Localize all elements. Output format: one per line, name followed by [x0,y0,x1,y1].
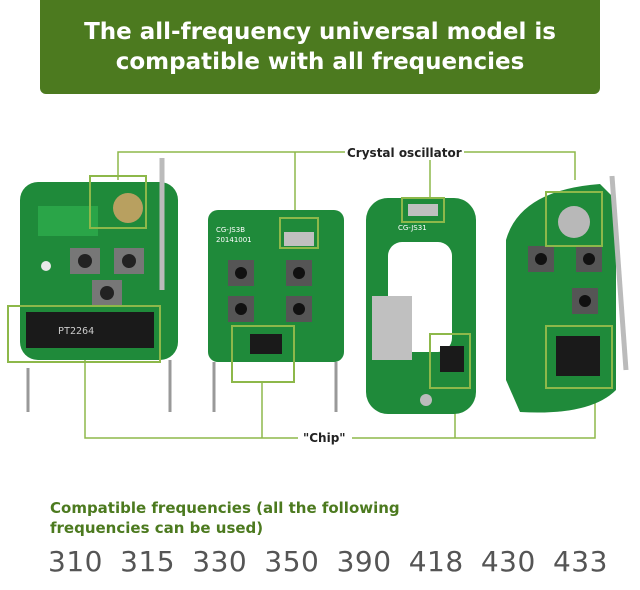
chip-4 [556,336,600,376]
remote-board-1: PT2264 [7,158,178,412]
chip-2 [250,334,282,354]
board2-marking-top: CG-JS3B [216,226,245,234]
led-1 [41,261,51,271]
frequency-item: 418 [408,545,464,578]
frequency-list: 310 315 330 350 390 418 430 433 [48,545,608,581]
frequency-item: 390 [336,545,392,578]
crystal-oscillator-2 [284,232,314,246]
board2-marking-date: 20141001 [216,236,252,244]
frequency-item: 430 [480,545,536,578]
chip-3 [440,346,464,372]
banner-title-line-2: compatible with all frequencies [115,49,525,75]
compatible-frequencies-caption: Compatible frequencies (all the followin… [50,499,400,537]
frequency-item: 350 [264,545,320,578]
crystal-callout-box-3 [401,197,445,223]
remote-board-3: CG-JS31 [366,197,476,414]
crystal-oscillator-label: Crystal oscillator [345,146,464,160]
header-banner: The all-frequency universal model is com… [40,0,600,94]
frequency-item: 310 [48,545,103,578]
pt2264-chip [26,312,154,348]
banner-title-line-1: The all-frequency universal model is [84,19,556,45]
chip-callout-box-3 [429,333,471,389]
frequency-item: 315 [120,545,176,578]
board3-marking: CG-JS31 [398,224,427,232]
crystal-oscillator-4 [558,206,590,238]
crystal-callout-box-4 [545,191,603,247]
remote-board-4 [506,175,629,413]
callout-leader-lines [84,151,596,439]
crystal-callout-box-1 [89,175,147,229]
crystal-can-3 [372,296,412,360]
frequency-item: 433 [552,545,608,578]
remote-boards-photo: PT2264 CG-JS3B 20141001 CG-JS31 [7,151,629,439]
antenna-4 [609,175,629,371]
crystal-callout-box-2 [279,217,319,249]
chip-callout-box-1 [7,305,161,363]
remote-board-2: CG-JS3B 20141001 [208,210,344,412]
chip-callout-box-2 [231,325,295,383]
crystal-oscillator-3 [408,204,438,216]
chip-label: "Chip" [301,431,348,445]
chip-marking-1: PT2264 [58,326,94,337]
chip-callout-box-4 [545,325,613,389]
frequency-item: 330 [192,545,248,578]
crystal-oscillator-1 [113,193,143,223]
